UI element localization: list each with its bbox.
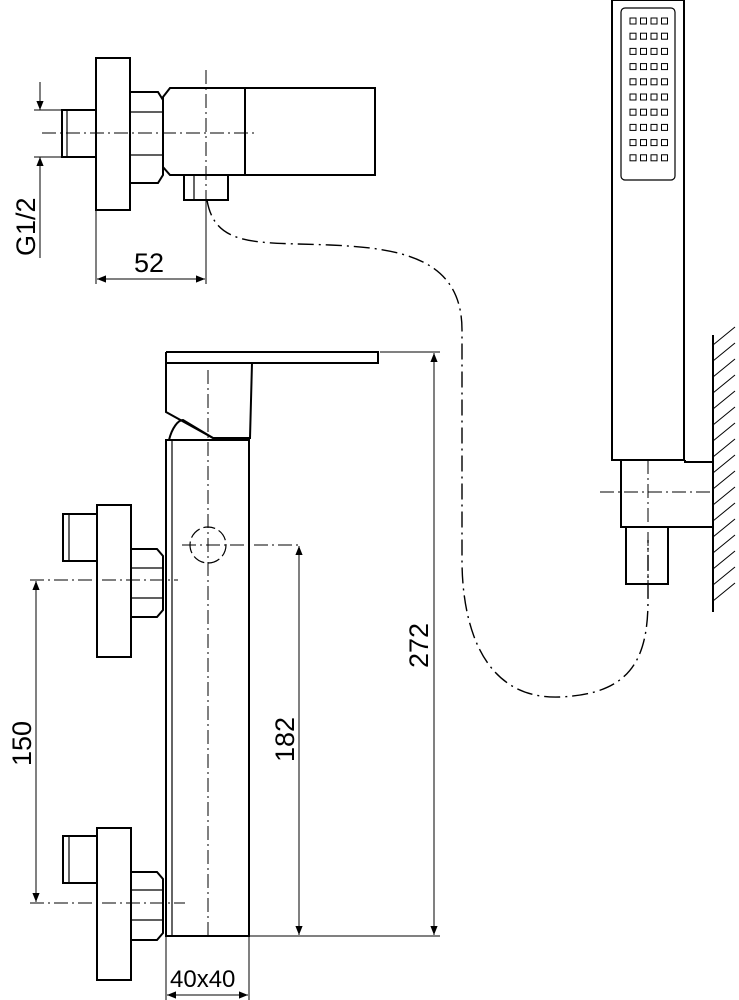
depth-dimension: 52: [95, 200, 207, 284]
nozzle: [640, 108, 647, 116]
nozzle: [661, 47, 668, 55]
nozzle: [640, 47, 647, 55]
nozzle: [661, 32, 668, 40]
nozzle: [640, 154, 647, 162]
hatch-line: [712, 534, 736, 554]
nozzle: [650, 47, 658, 55]
nozzle: [650, 93, 658, 101]
top-hex-nut: [129, 91, 164, 184]
hatch-line: [712, 502, 736, 522]
top-view: [42, 57, 376, 211]
body-section-dimension: 40x40: [165, 936, 250, 1000]
nozzle: [640, 17, 647, 25]
nozzle: [629, 17, 637, 25]
outlet-height-label: 182: [270, 717, 300, 762]
nozzle: [650, 108, 658, 116]
total-height-dimension: 272: [249, 351, 440, 937]
nozzle: [661, 17, 668, 25]
nozzle: [661, 139, 668, 147]
hatch-line: [712, 374, 736, 394]
hatch-line: [712, 582, 736, 602]
nozzle: [650, 32, 658, 40]
nozzle: [640, 123, 647, 131]
nozzle: [640, 93, 647, 101]
nozzle: [650, 78, 658, 86]
nozzle: [629, 108, 637, 116]
nozzle: [661, 93, 668, 101]
total-height-label: 272: [404, 623, 434, 668]
nozzle: [640, 139, 647, 147]
nozzle: [629, 123, 637, 131]
thread-dimension: G1/2: [11, 82, 62, 258]
nozzle: [640, 32, 647, 40]
hatch-line: [712, 342, 736, 362]
nozzle: [661, 63, 668, 71]
nozzle: [640, 78, 647, 86]
front-lever-neck: [165, 352, 254, 439]
holder-pipe: [625, 526, 669, 585]
top-body-block: [162, 87, 246, 176]
nozzle: [629, 47, 637, 55]
shower-handle: [611, 0, 685, 461]
nozzle: [661, 123, 668, 131]
hatch-line: [712, 550, 736, 570]
hatch-line: [712, 358, 736, 378]
lower-inlet: [30, 827, 185, 981]
depth-label: 52: [134, 248, 164, 278]
inlet-spacing-dimension: 150: [7, 581, 40, 902]
nozzle: [661, 78, 668, 86]
nozzle: [650, 17, 658, 25]
hatch-line: [712, 566, 736, 586]
front-lever-top: [166, 351, 379, 364]
shower-nozzles: [629, 17, 668, 162]
hatch-line: [712, 518, 736, 538]
hatch-line: [712, 454, 736, 474]
hatch-line: [712, 326, 736, 346]
nozzle: [661, 154, 668, 162]
hatch-line: [712, 406, 736, 426]
nozzle: [650, 63, 658, 71]
nozzle: [629, 32, 637, 40]
nozzle: [640, 63, 647, 71]
top-flange-plate: [95, 57, 131, 211]
hatch-line: [712, 438, 736, 458]
hatch-line: [712, 486, 736, 506]
nozzle: [650, 123, 658, 131]
nozzle: [629, 78, 637, 86]
inlet-spacing-label: 150: [7, 721, 37, 766]
hand-shower: [600, 0, 736, 612]
nozzle: [629, 63, 637, 71]
thread-label: G1/2: [11, 197, 41, 256]
wall-hatching: [712, 326, 736, 602]
shower-hose: [206, 199, 649, 698]
hatch-line: [712, 390, 736, 410]
shower-head-face: [620, 7, 676, 181]
upper-inlet: [30, 504, 178, 658]
nozzle: [629, 139, 637, 147]
nozzle: [629, 154, 637, 162]
wall-holder: [620, 460, 714, 528]
nozzle: [661, 108, 668, 116]
hatch-line: [712, 470, 736, 490]
body-section-label: 40x40: [170, 966, 235, 993]
nozzle: [650, 139, 658, 147]
nozzle: [650, 154, 658, 162]
top-lever-handle: [244, 87, 376, 176]
outlet-height-dimension: 182: [270, 546, 303, 935]
nozzle: [629, 93, 637, 101]
front-view: [30, 351, 379, 981]
hatch-line: [712, 422, 736, 442]
